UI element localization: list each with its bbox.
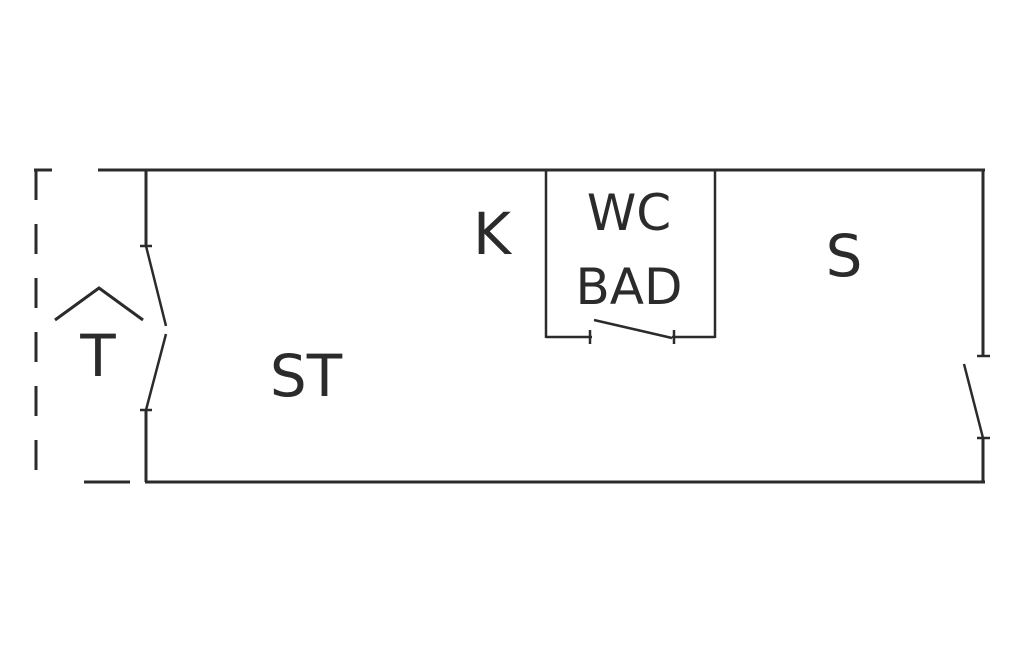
wc-label: WC [587,184,671,242]
door-leaf-lower [144,333,168,411]
living-room-label: ST [270,342,343,410]
door-leaf-upper [144,245,168,327]
sleeping-room-label: S [826,222,863,290]
wc-bath-room: WC BAD [544,170,717,344]
entrance-marker: T [54,286,144,390]
wc-door-leaf [593,318,673,340]
bath-label: BAD [575,258,682,316]
entrance-arrow-icon [54,286,144,322]
entrance-door [140,244,168,412]
exterior-walls [84,168,985,484]
bedroom-door-leaf [962,363,985,439]
bedroom-door [962,354,990,440]
kitchen-label: K [473,200,513,268]
outdoor-boundary [34,168,52,484]
entrance-label: T [79,322,116,390]
